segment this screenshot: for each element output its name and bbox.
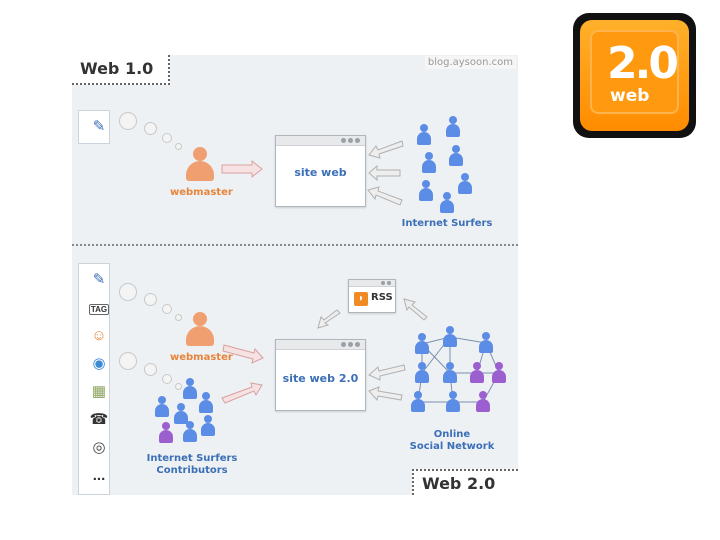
logo-version-text: 2.0 (607, 40, 676, 88)
web2-section-label: Web 2.0 (412, 469, 518, 495)
web2-network-label: Online Social Network (402, 429, 502, 453)
web2-logo: 2.0 web (573, 13, 696, 138)
network-node-icon (414, 362, 430, 384)
network-node-icon (442, 362, 458, 384)
network-node-icon (414, 333, 430, 355)
logo-web-text: web (610, 87, 649, 105)
network-node-icon (410, 391, 426, 413)
web-diagram: Web 1.0 blog.aysoon.com ✎ webmaster site… (72, 55, 518, 495)
network-node-icon (491, 362, 507, 384)
network-node-icon (478, 332, 494, 354)
network-node-icon (442, 326, 458, 348)
network-node-icon (475, 391, 491, 413)
network-node-icon (469, 362, 485, 384)
network-line2: Social Network (402, 441, 502, 453)
network-line1: Online (402, 429, 502, 441)
network-node-icon (445, 391, 461, 413)
